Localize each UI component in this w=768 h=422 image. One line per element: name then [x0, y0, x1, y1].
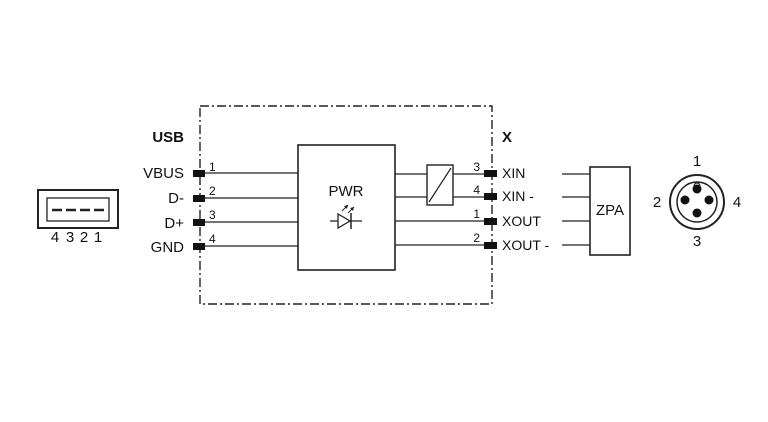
usb-pin-number-3: 3	[66, 229, 74, 246]
usb-pin-number-4: 4	[51, 229, 59, 246]
signal-label-vbus: VBUS	[143, 165, 184, 182]
m8-pin-4: 4	[733, 194, 741, 211]
x-pin-1: 1	[473, 207, 480, 221]
m8-pin-3: 3	[693, 233, 701, 250]
m8-pin-1: 1	[693, 153, 701, 170]
usb-terminals	[193, 170, 205, 250]
usb-pin-2: 2	[209, 184, 216, 198]
led-diode-icon	[330, 204, 362, 230]
m8-pin-2: 2	[653, 194, 661, 211]
usb-header: USB	[152, 129, 184, 146]
x-pin-3: 3	[473, 160, 480, 174]
terminal-xin	[484, 170, 497, 177]
signal-label-d-plus: D+	[164, 215, 184, 232]
terminal-vbus	[193, 170, 205, 177]
usb-pin-1: 1	[209, 160, 216, 174]
signal-label-xout-minus: XOUT -	[502, 237, 550, 253]
usb-pin-number-1: 1	[94, 229, 102, 246]
terminal-xin-minus	[484, 193, 497, 200]
usb-pin-4: 4	[209, 232, 216, 246]
m8-connector-icon	[669, 174, 725, 230]
signal-label-xout: XOUT	[502, 213, 541, 229]
galvanic-isolator-icon	[426, 164, 454, 206]
signal-label-d-minus: D-	[168, 190, 184, 207]
terminal-xout	[484, 218, 497, 225]
zpa-wires	[562, 173, 590, 246]
usb-connector-icon	[37, 189, 119, 229]
signal-label-xin-minus: XIN -	[502, 188, 534, 204]
x-pin-4: 4	[473, 183, 480, 197]
usb-pin-number-2: 2	[80, 229, 88, 246]
x-pin-2: 2	[473, 231, 480, 245]
x-header: X	[502, 129, 512, 146]
zpa-box	[589, 166, 631, 256]
device-enclosure-outline	[199, 105, 493, 305]
x-wires	[395, 173, 484, 246]
terminal-d-minus	[193, 195, 205, 202]
power-module-label: PWR	[329, 183, 364, 200]
terminal-gnd	[193, 243, 205, 250]
x-terminals	[484, 170, 497, 249]
usb-pin-3: 3	[209, 208, 216, 222]
signal-label-gnd: GND	[151, 239, 185, 256]
usb-wires	[205, 172, 298, 247]
terminal-xout-minus	[484, 242, 497, 249]
zpa-label: ZPA	[596, 202, 624, 219]
signal-label-xin: XIN	[502, 165, 525, 181]
terminal-d-plus	[193, 219, 205, 226]
